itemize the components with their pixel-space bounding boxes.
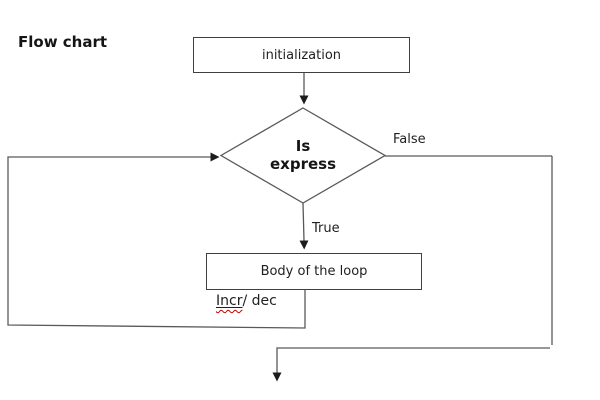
node-initialization: initialization — [193, 37, 410, 73]
increment-underlined-text: Incr — [216, 293, 242, 309]
false-branch-label: False — [393, 132, 426, 147]
node-initialization-label: initialization — [261, 47, 342, 63]
increment-label: Incr/ dec — [216, 293, 277, 309]
spellcheck-squiggle: Incr — [216, 293, 243, 309]
true-branch-label: True — [312, 221, 340, 236]
page-title: Flow chart — [18, 33, 108, 51]
decision-label-line1: Is — [295, 137, 311, 156]
increment-rest-text: / dec — [242, 293, 277, 309]
edge-true-to-body — [299, 202, 309, 250]
node-decision: Is express — [221, 108, 385, 203]
node-body-of-loop: Body of the loop — [206, 253, 422, 290]
decision-label-line2: express — [269, 154, 336, 173]
edge-loop-back — [7, 152, 306, 329]
node-body-label: Body of the loop — [260, 264, 368, 279]
edge-false-exit-arrow — [272, 347, 550, 382]
